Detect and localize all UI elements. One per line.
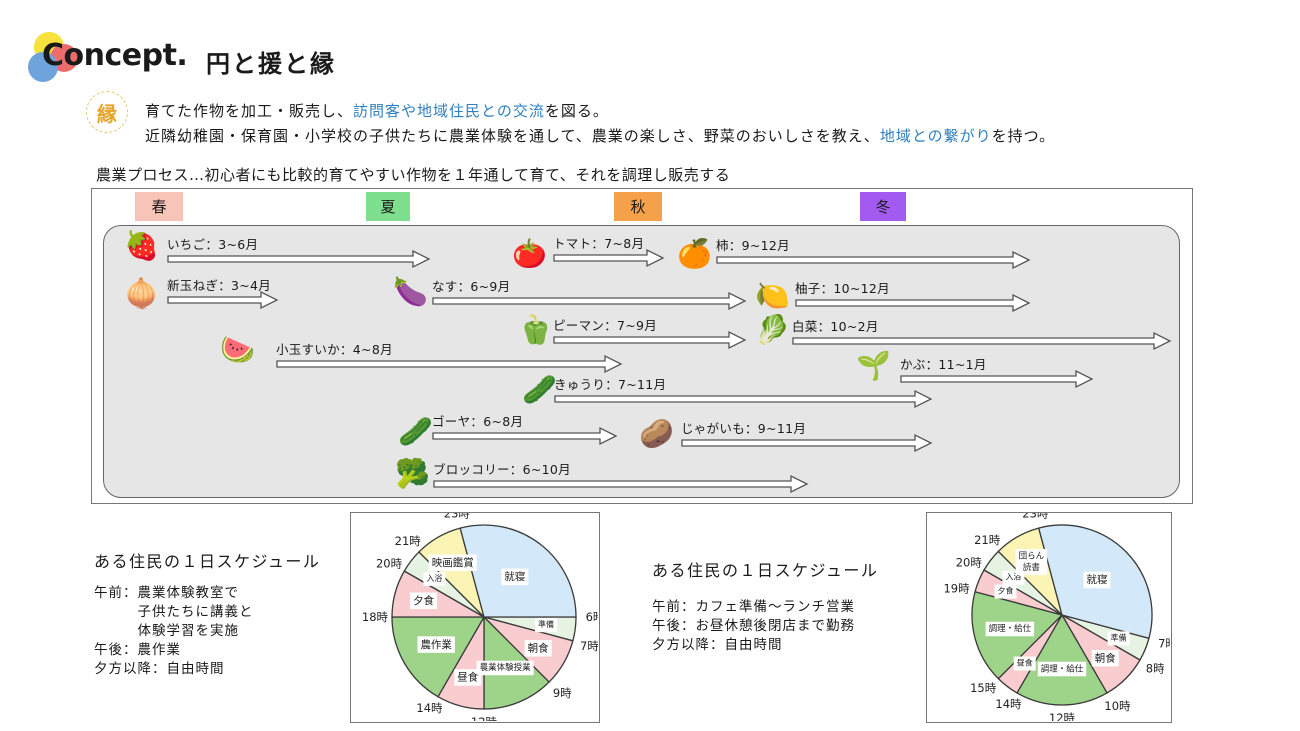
- schedule-2-title: ある住民の１日スケジュール: [652, 561, 879, 580]
- slice-label: 調理・給仕: [1041, 663, 1084, 674]
- hour-tick-label: 14時: [995, 697, 1022, 711]
- slice-label-background: [524, 640, 552, 657]
- season-label: 春: [151, 198, 167, 216]
- hour-tick-label: 14時: [416, 701, 443, 715]
- season-label: 夏: [380, 198, 396, 216]
- hour-tick-label: 8時: [1146, 662, 1165, 676]
- hour-tick-label: 9時: [553, 686, 572, 700]
- schedule-line: 体験学習を実施: [94, 623, 239, 639]
- intro-text: 近隣幼稚園・保育園・小学校の子供たちに農業体験を通して、農業の楽しさ、野菜のおい…: [145, 127, 880, 145]
- process-title: 農業プロセス…初心者にも比較的育てやすい作物を１年通して育て、それを調理し販売す…: [96, 166, 731, 184]
- slice-label-background: [428, 554, 477, 572]
- schedule-2-details: 午前：カフェ準備～ランチ営業午後：お昼休憩後閉店まで勤務夕方以降：自由時間: [652, 598, 855, 655]
- slice-label-background: [535, 618, 558, 633]
- schedule-line: 夕方以降：自由時間: [94, 661, 225, 677]
- slice-label: 就寝: [1087, 573, 1108, 586]
- slice-label-background: [1091, 650, 1119, 667]
- season-spring: 春: [135, 192, 183, 221]
- schedule-line: 午前：農業体験教室で: [94, 585, 239, 601]
- hour-tick-label: 20時: [956, 556, 983, 570]
- slice-label: 朝食: [1095, 652, 1117, 665]
- intro-text: を持つ。: [991, 127, 1056, 145]
- slice-label: 夕食: [997, 586, 1013, 596]
- slice-label-background: [994, 584, 1017, 599]
- slice-label-background: [501, 568, 529, 586]
- slice-label: 読書: [1023, 562, 1041, 573]
- schedule-line: 子供たちに講義と: [94, 604, 254, 620]
- schedule-line: 午後：お昼休憩後閉店まで勤務: [652, 618, 855, 634]
- logo-circles: [28, 32, 88, 84]
- hour-tick-label: 7時: [1158, 637, 1170, 651]
- slice-label-background: [454, 669, 482, 686]
- slice-label: 農業体験授業: [480, 662, 532, 673]
- highlight-text: 地域との繋がり: [879, 127, 992, 145]
- slice-label: 農作業: [420, 638, 452, 651]
- hour-tick-label: 23時: [444, 513, 471, 521]
- slice-label: 入浴: [426, 573, 442, 583]
- highlight-text: 訪問客や地域住民との交流: [353, 102, 545, 120]
- hour-tick-label: 19時: [943, 581, 970, 595]
- hour-tick-label: 12時: [1049, 711, 1076, 721]
- slice-label: 昼食: [1017, 658, 1033, 668]
- pie-slice: [1016, 613, 1108, 706]
- pie-chart-2: 準備朝食調理・給仕昼食調理・給仕夕食入浴団らん読書就寝7時8時10時12時14時…: [943, 507, 1177, 725]
- slice-label-background: [476, 660, 534, 676]
- slice-label: 夕食: [413, 594, 434, 607]
- slice-label: 映画鑑賞: [432, 556, 474, 569]
- slice-label: 入浴: [1005, 572, 1021, 582]
- pie-chart-2-frame: 準備朝食調理・給仕昼食調理・給仕夕食入浴団らん読書就寝7時8時10時12時14時…: [926, 507, 1177, 725]
- slice-label-background: [985, 621, 1035, 637]
- season-summer: 夏: [366, 192, 410, 221]
- slice-label-background: [1107, 631, 1130, 646]
- hour-tick-label: 20時: [376, 557, 403, 571]
- slice-label: 準備: [1111, 632, 1127, 642]
- season-label: 秋: [630, 198, 646, 216]
- intro-text: を図る。: [544, 102, 609, 120]
- schedule-line: 午後：農作業: [94, 642, 181, 658]
- slice-label-background: [423, 571, 446, 586]
- slice-label-background: [1013, 656, 1036, 671]
- slice-label-background: [417, 636, 455, 653]
- hour-tick-label: 18時: [362, 610, 389, 624]
- en-badge-label: 縁: [97, 101, 117, 126]
- season-winter: 冬: [860, 192, 906, 221]
- schedule-line: 午前：カフェ準備～ランチ営業: [652, 599, 855, 615]
- page-subtitle: 円と援と縁: [206, 50, 336, 78]
- slice-label-background: [1083, 571, 1111, 589]
- hour-tick-label: 12時: [471, 715, 498, 721]
- season-autumn: 秋: [614, 192, 662, 221]
- slice-label-background: [1015, 548, 1048, 575]
- slice-label: 就寝: [504, 570, 525, 583]
- hour-tick-label: 15時: [970, 681, 997, 695]
- slice-label: 準備: [538, 619, 554, 629]
- schedule-1-title: ある住民の１日スケジュール: [94, 552, 321, 571]
- slice-label-background: [410, 592, 438, 610]
- intro-text: 育てた作物を加工・販売し、: [145, 102, 354, 120]
- hour-tick-label: 21時: [974, 533, 1001, 547]
- crop-timeline-panel: [103, 225, 1180, 498]
- page-title: Concept.: [42, 38, 188, 73]
- intro-line-2: 近隣幼稚園・保育園・小学校の子供たちに農業体験を通して、農業の楽しさ、野菜のおい…: [145, 125, 1055, 146]
- hour-tick-label: 6時: [586, 610, 598, 624]
- slice-label: 昼食: [457, 671, 478, 684]
- hour-tick-label: 21時: [395, 534, 422, 548]
- hour-tick-label: 7時: [580, 639, 598, 653]
- intro-line-1: 育てた作物を加工・販売し、訪問客や地域住民との交流を図る。: [145, 100, 609, 121]
- blue-circle-icon: [28, 52, 58, 82]
- slice-label-background: [1037, 661, 1087, 677]
- schedule-1-details: 午前：農業体験教室で 子供たちに講義と 体験学習を実施午後：農作業夕方以降：自由…: [94, 584, 254, 679]
- season-label: 冬: [875, 198, 891, 216]
- schedule-line: 夕方以降：自由時間: [652, 637, 783, 653]
- en-badge: 縁: [86, 91, 128, 133]
- hour-tick-label: 10時: [1104, 699, 1131, 713]
- slice-label: 調理・給仕: [989, 623, 1032, 634]
- slice-label: 団らん: [1019, 551, 1045, 561]
- pie-slice: [391, 616, 486, 698]
- slice-label: 朝食: [528, 642, 549, 655]
- hour-tick-label: 23時: [1022, 513, 1049, 521]
